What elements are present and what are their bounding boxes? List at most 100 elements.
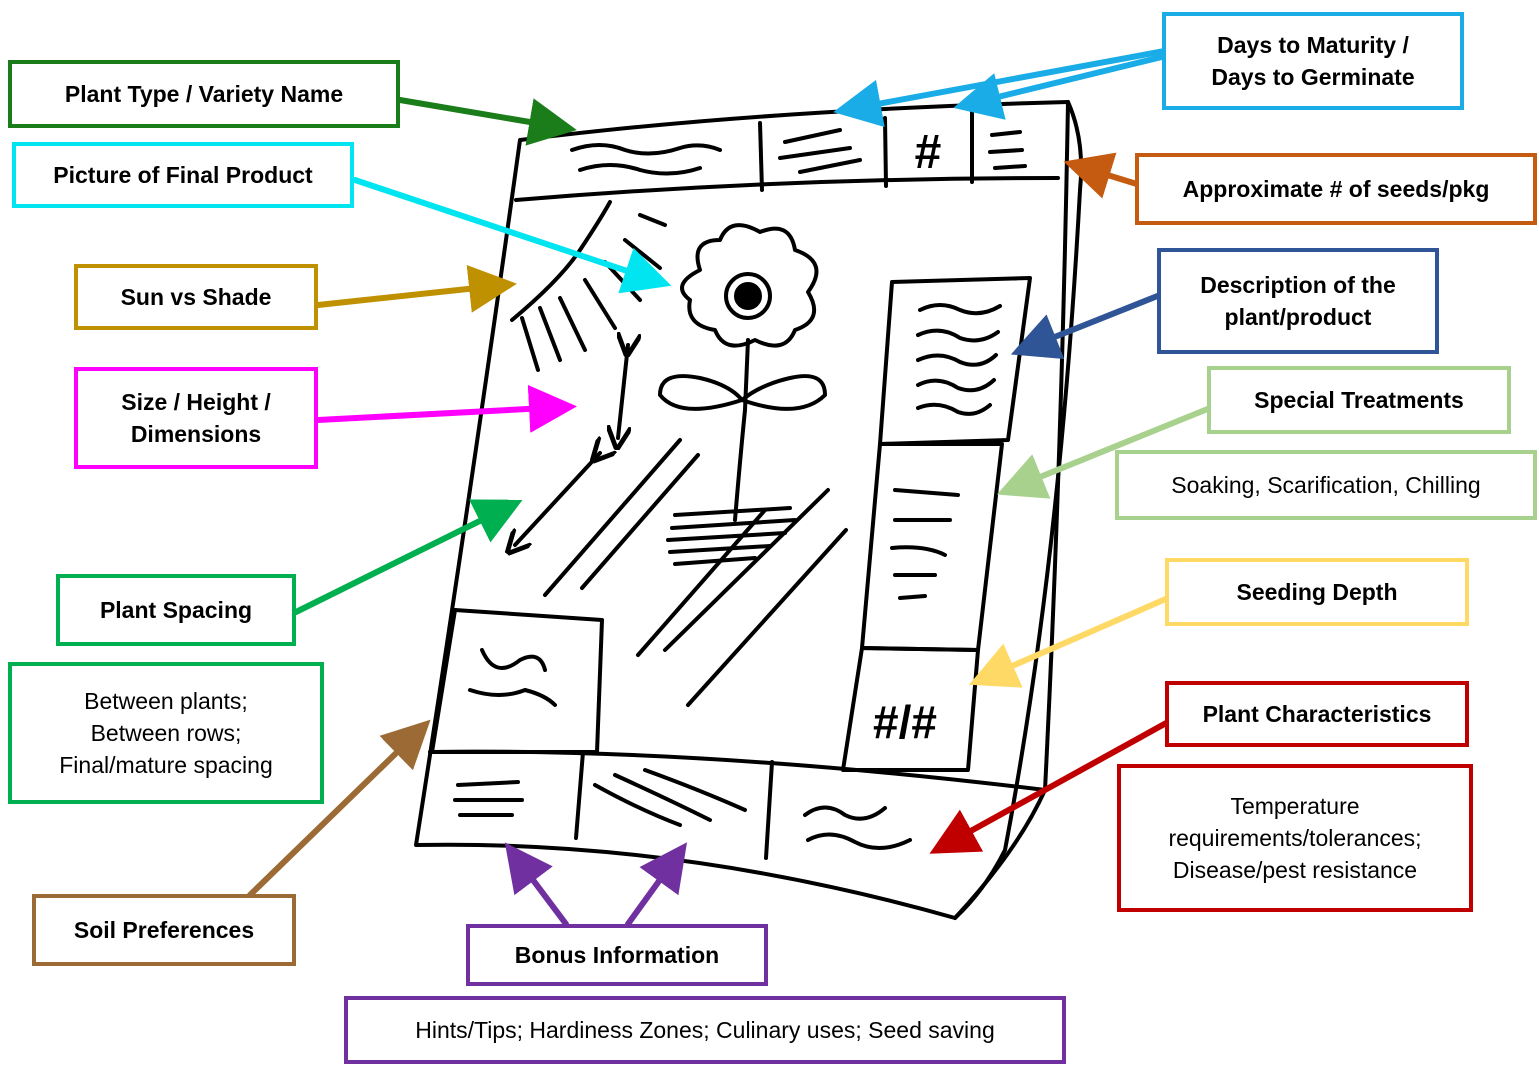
description-arrow bbox=[1010, 292, 1163, 359]
soil-arrow bbox=[247, 719, 431, 898]
scribble bbox=[993, 164, 1027, 170]
scribble bbox=[468, 688, 557, 707]
treatments-panel bbox=[860, 442, 1004, 652]
characteristics-arrow bbox=[929, 719, 1171, 854]
scribble bbox=[898, 594, 927, 600]
ground-line bbox=[668, 544, 772, 554]
spacing-detail-line2: Between rows; bbox=[90, 719, 242, 746]
plant-type-label: Plant Type / Variety Name bbox=[8, 60, 400, 128]
scribble bbox=[916, 378, 996, 393]
germinate-arrow bbox=[953, 52, 1173, 120]
maturity-text-line2: Days to Germinate bbox=[1211, 64, 1415, 90]
picture-arrow bbox=[352, 177, 672, 294]
diagonal-stroke bbox=[636, 508, 767, 657]
size-text-line1: Size / Height / bbox=[121, 388, 271, 415]
bonus-arrow-right bbox=[625, 842, 688, 927]
picture-label: Picture of Final Product bbox=[12, 142, 354, 208]
spacing-text: Plant Spacing bbox=[99, 596, 253, 623]
scribble bbox=[916, 328, 1000, 343]
spacing-detail-line1: Between plants; bbox=[84, 687, 248, 714]
scribble bbox=[916, 402, 992, 416]
characteristics-text: Plant Characteristics bbox=[1202, 700, 1432, 727]
description-label: Description of the plant/product bbox=[1157, 248, 1439, 354]
description-text-line2: plant/product bbox=[1224, 304, 1372, 330]
bonus-text: Bonus Information bbox=[514, 941, 720, 968]
packet-count-glyph: # bbox=[915, 126, 942, 179]
diagonal-stroke bbox=[663, 488, 830, 652]
seeds-arrow bbox=[1063, 152, 1143, 199]
ground-line bbox=[666, 531, 787, 542]
seed-packet-sketch: # bbox=[414, 100, 1084, 920]
depth-arrow bbox=[969, 595, 1171, 688]
spacing-detail: Between plants; Between rows; Final/matu… bbox=[8, 662, 324, 804]
spacing-double-arrow bbox=[515, 453, 600, 545]
sun-ray bbox=[558, 296, 587, 352]
characteristics-detail-line2: requirements/tolerances; bbox=[1168, 824, 1422, 851]
size-double-arrow bbox=[618, 345, 628, 438]
description-panel bbox=[878, 276, 1032, 446]
packet-depth-glyph: #/# bbox=[873, 696, 937, 748]
bottom-band-divider bbox=[574, 750, 585, 840]
flower-stem bbox=[733, 338, 750, 522]
treatments-label: Special Treatments bbox=[1207, 366, 1511, 434]
ground-line bbox=[673, 506, 792, 517]
diagonal-stroke bbox=[580, 453, 700, 590]
seeds-text: Approximate # of seeds/pkg bbox=[1182, 175, 1490, 202]
seeds-label: Approximate # of seeds/pkg bbox=[1135, 153, 1537, 225]
scribble bbox=[570, 143, 722, 156]
scribble bbox=[798, 158, 862, 174]
plant-type-text: Plant Type / Variety Name bbox=[64, 80, 344, 107]
depth-label: Seeding Depth bbox=[1165, 558, 1469, 626]
scribble bbox=[803, 805, 887, 821]
scribble bbox=[613, 773, 712, 822]
maturity-text-line1: Days to Maturity / bbox=[1217, 31, 1409, 58]
characteristics-label: Plant Characteristics bbox=[1165, 681, 1469, 747]
sun-text: Sun vs Shade bbox=[120, 283, 272, 310]
diagonal-stroke bbox=[543, 438, 682, 597]
scribble bbox=[916, 353, 998, 367]
ground-line bbox=[673, 556, 757, 566]
treatments-arrow bbox=[996, 405, 1213, 499]
size-arrow bbox=[315, 384, 577, 433]
scribble bbox=[778, 146, 852, 160]
sun-label: Sun vs Shade bbox=[74, 264, 318, 330]
ground-line bbox=[670, 518, 797, 530]
packet-side bbox=[953, 100, 1084, 920]
depth-text: Seeding Depth bbox=[1236, 578, 1398, 605]
characteristics-detail-line3: Disease/pest resistance bbox=[1172, 857, 1418, 884]
annotation-arrows bbox=[247, 47, 1213, 927]
maturity-arrow bbox=[833, 47, 1173, 128]
soil-text: Soil Preferences bbox=[73, 916, 255, 943]
bonus-detail-text: Hints/Tips; Hardiness Zones; Culinary us… bbox=[415, 1016, 995, 1043]
characteristics-detail-line1: Temperature bbox=[1230, 792, 1360, 819]
description-text-line1: Description of the bbox=[1200, 271, 1396, 298]
treatments-detail: Soaking, Scarification, Chilling bbox=[1115, 450, 1537, 520]
scribble bbox=[643, 768, 747, 812]
flower-petals bbox=[680, 223, 819, 348]
sun-arrow bbox=[315, 264, 517, 313]
scribble bbox=[806, 832, 912, 850]
spacing-label: Plant Spacing bbox=[56, 574, 296, 646]
scribble bbox=[893, 488, 960, 497]
scribble bbox=[578, 163, 702, 176]
scribble bbox=[593, 783, 682, 827]
scribble bbox=[990, 130, 1022, 137]
flower-center bbox=[724, 272, 772, 320]
sun-ray bbox=[520, 316, 540, 372]
plant-type-arrow bbox=[397, 97, 577, 146]
scribble bbox=[456, 780, 520, 787]
depth-panel bbox=[841, 646, 980, 772]
size-text-line2: Dimensions bbox=[130, 421, 262, 447]
soil-panel bbox=[430, 608, 604, 754]
bottom-band-divider bbox=[764, 760, 774, 860]
scribble bbox=[890, 545, 947, 557]
sun-ray bbox=[638, 213, 667, 227]
sun-arc bbox=[510, 200, 612, 322]
scribble bbox=[480, 648, 547, 672]
picture-text: Picture of Final Product bbox=[53, 161, 313, 188]
top-band-divider bbox=[883, 116, 888, 188]
treatments-text: Special Treatments bbox=[1254, 386, 1464, 413]
flower-leaf bbox=[658, 374, 744, 411]
scribble bbox=[783, 128, 842, 144]
